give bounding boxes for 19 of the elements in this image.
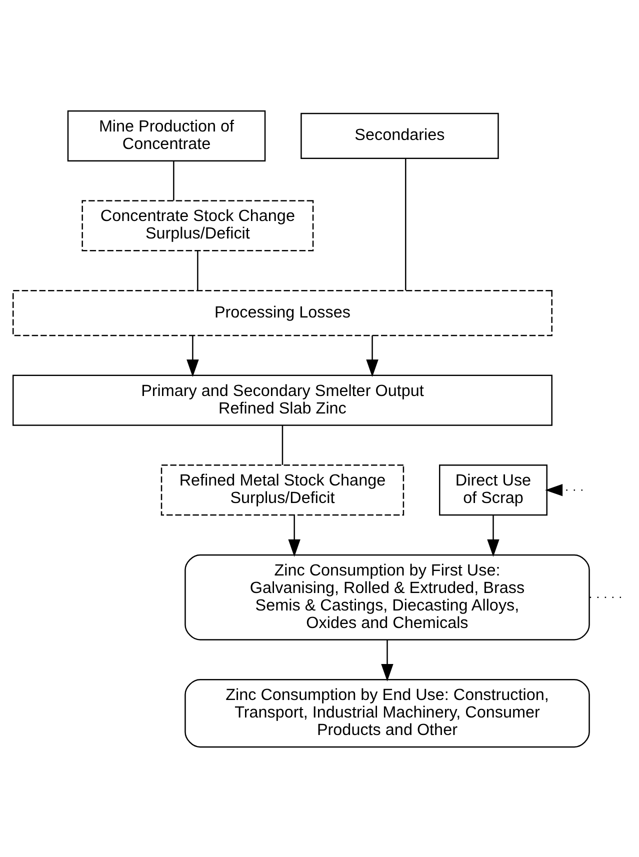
node-box: Processing Losses [12, 289, 552, 336]
arrow [545, 484, 582, 496]
connector [282, 424, 284, 464]
node-box: Concentrate Stock Change Surplus/Deficit [82, 200, 314, 251]
node-box: Direct Use of Scrap [439, 464, 548, 516]
arrow [366, 335, 378, 377]
arrow [186, 335, 199, 377]
arrow [381, 639, 394, 681]
node-box: Mine Production of Concentrate [67, 110, 266, 161]
node-box: Zinc Consumption by First Use: Galvanising, Rolled & Extruded, Brass Semis & Castings, Diecasting Alloys, Oxides and Chemicals [184, 554, 590, 640]
arrow [288, 515, 300, 556]
node-box: Zinc Consumption by End Use: Construction, Transport, Industrial Machinery, Consumer Products and Other [184, 678, 590, 748]
connector [197, 250, 198, 290]
connector [405, 158, 406, 290]
node-box: Refined Metal Stock Change Surplus/Deficit [160, 464, 404, 516]
node-box: Primary and Secondary Smelter Output Refined Slab Zinc [12, 374, 552, 426]
arrow [487, 515, 500, 556]
connector [173, 160, 174, 200]
node-box: Secondaries [300, 112, 499, 158]
